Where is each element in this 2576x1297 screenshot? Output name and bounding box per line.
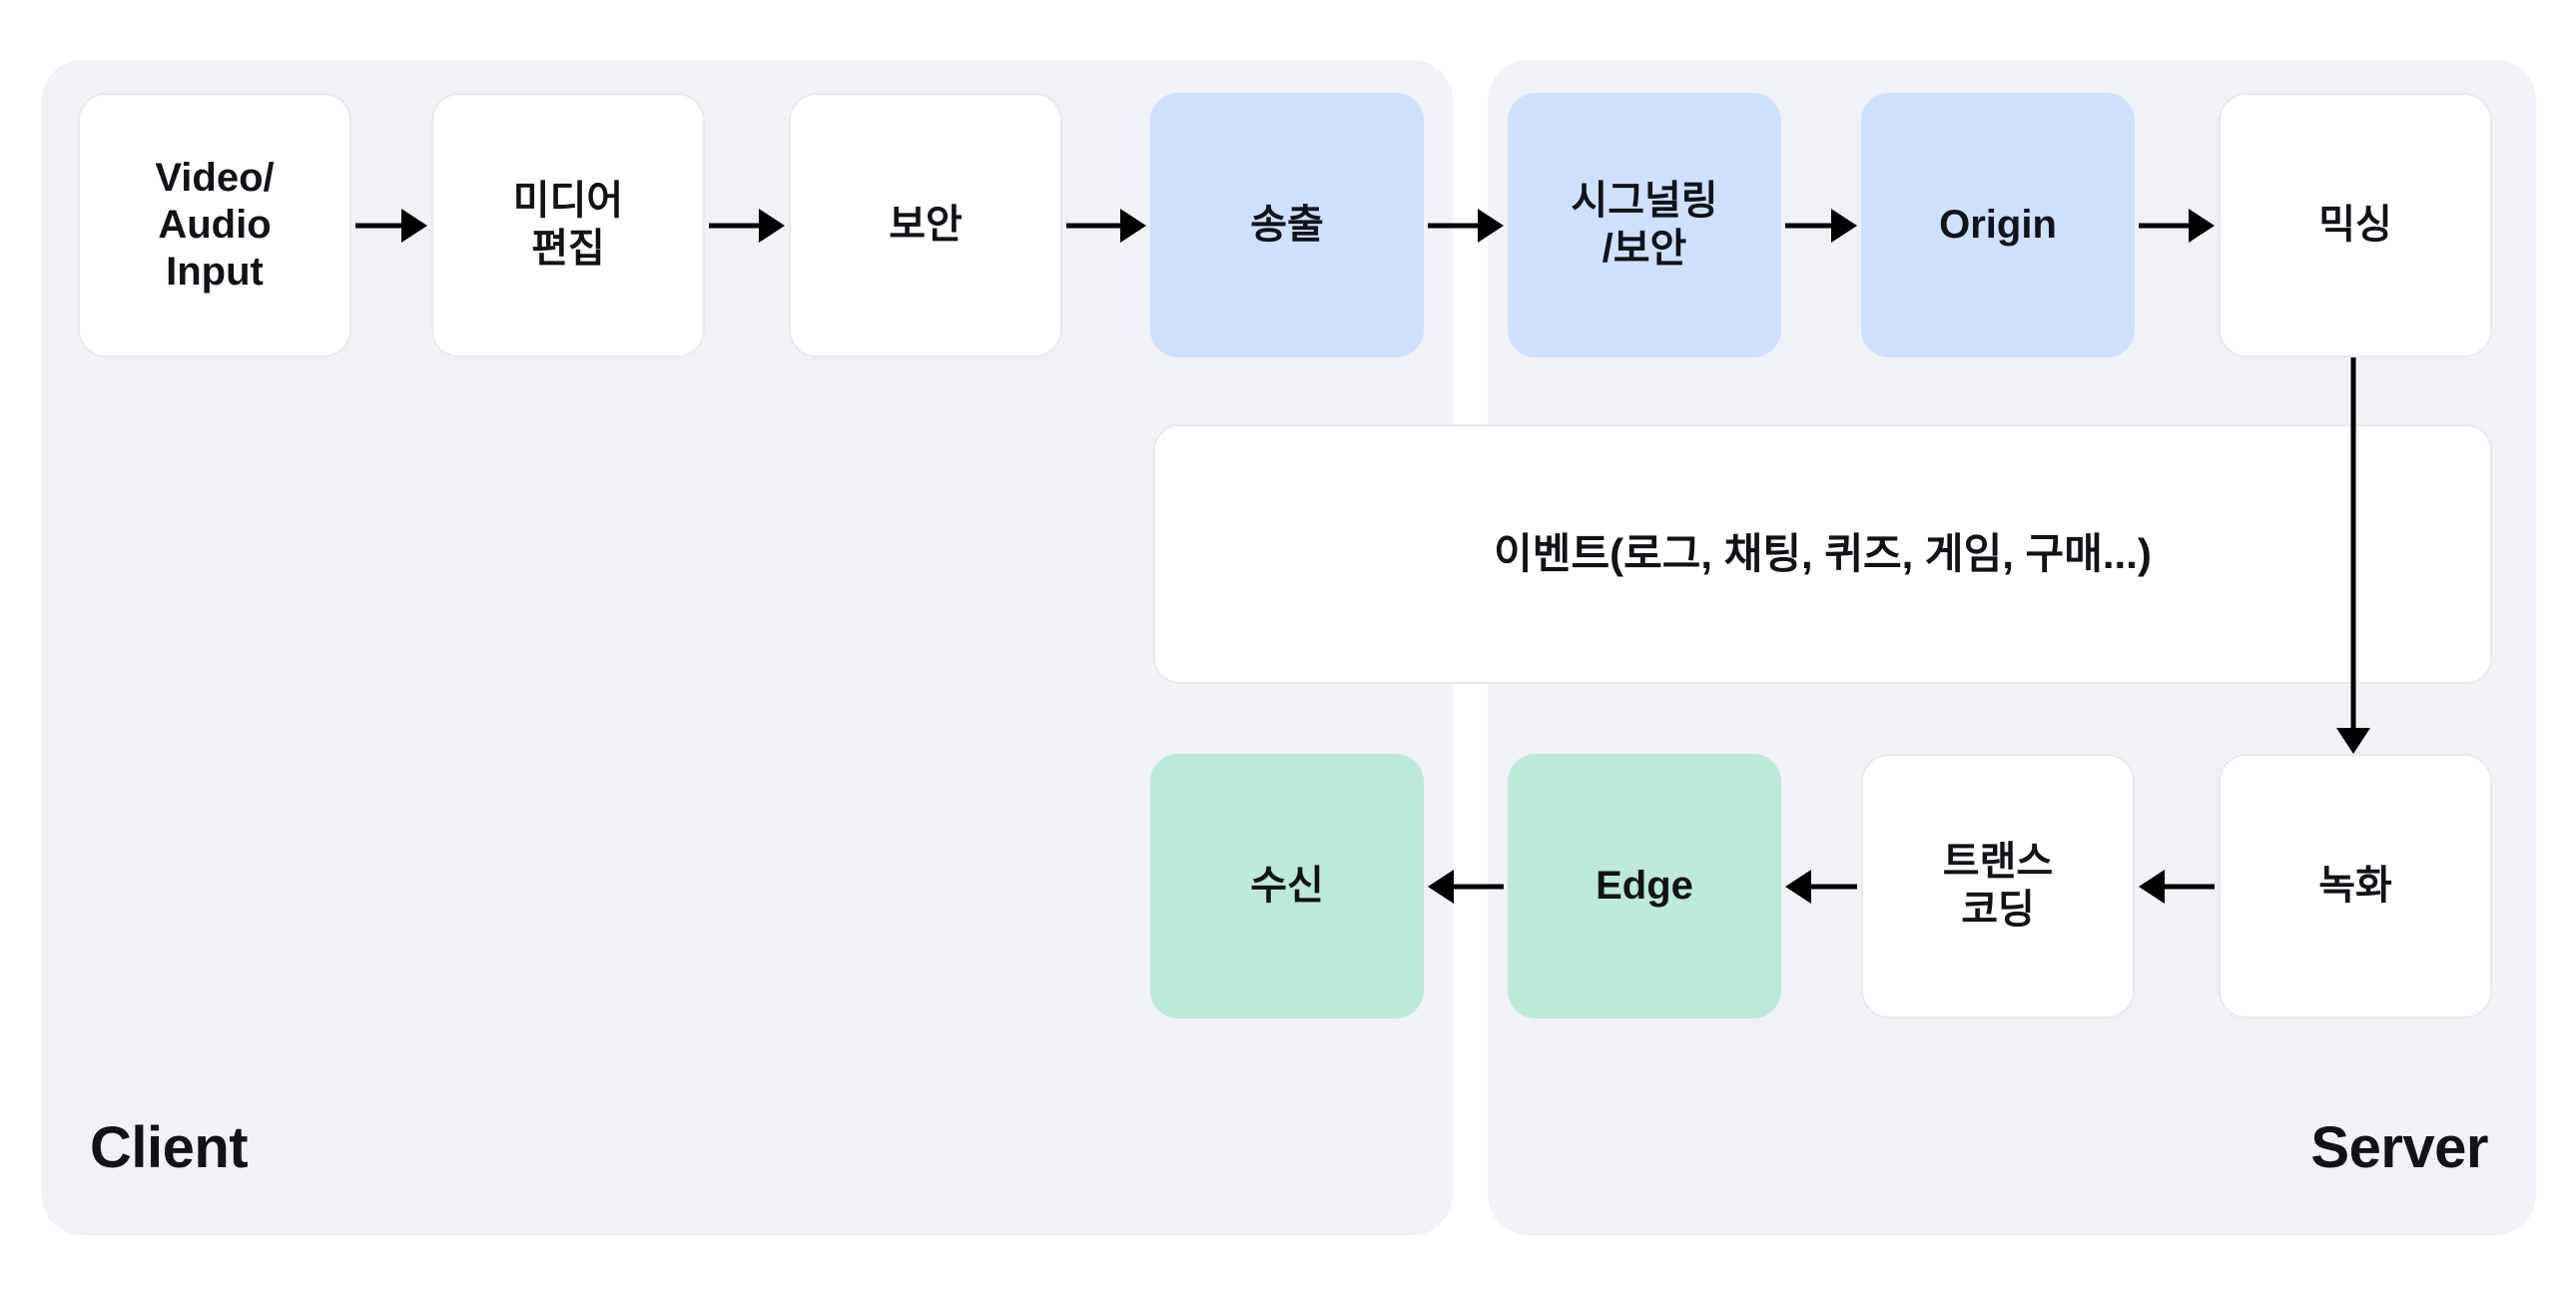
arrow-shaft xyxy=(2139,223,2193,229)
arrow-shaft xyxy=(1785,223,1835,229)
arrow-origin-to-mixing xyxy=(2139,209,2215,243)
arrow-shaft xyxy=(2161,884,2215,890)
node-transcoding[interactable]: 트랜스 코딩 xyxy=(1861,754,2135,1018)
arrow-input-to-media-edit xyxy=(355,209,427,243)
arrow-head xyxy=(2189,209,2215,243)
arrow-edge-to-receive xyxy=(1428,870,1504,904)
arrow-media-edit-to-security xyxy=(709,209,785,243)
arrow-transcoding-to-edge xyxy=(1785,870,1857,904)
arrow-shaft xyxy=(2350,357,2356,728)
arrow-head xyxy=(1120,209,1146,243)
arrow-shaft xyxy=(355,223,405,229)
node-edge[interactable]: Edge xyxy=(1508,754,1781,1018)
arrow-broadcast-to-signaling xyxy=(1428,209,1504,243)
node-media-edit[interactable]: 미디어 편집 xyxy=(431,93,705,357)
arrow-shaft xyxy=(1450,884,1504,890)
node-event[interactable]: 이벤트(로그, 채팅, 퀴즈, 게임, 구매...) xyxy=(1153,424,2492,684)
arrow-security-to-broadcast xyxy=(1066,209,1146,243)
arrow-head xyxy=(2336,728,2370,754)
arrow-head xyxy=(401,209,427,243)
node-security[interactable]: 보안 xyxy=(789,93,1062,357)
arrow-mixing-to-recording xyxy=(2336,357,2370,754)
zone-server-label: Server xyxy=(2310,1115,2488,1180)
node-recording[interactable]: 녹화 xyxy=(2219,754,2492,1018)
arrow-recording-to-transcoding xyxy=(2139,870,2215,904)
arrow-head xyxy=(1478,209,1504,243)
arrow-signaling-to-origin xyxy=(1785,209,1857,243)
arrow-head xyxy=(1428,870,1454,904)
node-origin[interactable]: Origin xyxy=(1861,93,2135,357)
node-signaling-security[interactable]: 시그널링 /보안 xyxy=(1508,93,1781,357)
arrow-shaft xyxy=(1066,223,1124,229)
zone-client-label: Client xyxy=(90,1115,249,1180)
node-mixing[interactable]: 믹싱 xyxy=(2219,93,2492,357)
arrow-shaft xyxy=(1807,884,1857,890)
node-video-audio-input[interactable]: Video/ Audio Input xyxy=(78,93,351,357)
arrow-head xyxy=(2139,870,2165,904)
arrow-head xyxy=(1785,870,1811,904)
node-receive[interactable]: 수신 xyxy=(1150,754,1424,1018)
arrow-head xyxy=(1831,209,1857,243)
node-broadcast[interactable]: 송출 xyxy=(1150,93,1424,357)
arrow-head xyxy=(759,209,785,243)
arrow-shaft xyxy=(709,223,763,229)
arrow-shaft xyxy=(1428,223,1482,229)
